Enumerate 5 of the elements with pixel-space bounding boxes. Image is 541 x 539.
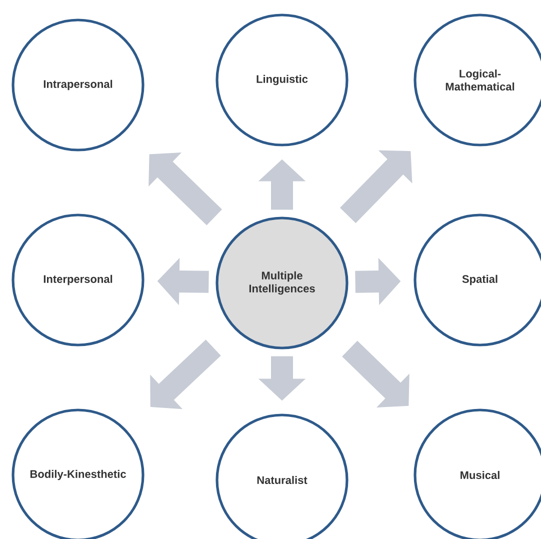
block-arrow xyxy=(150,340,221,410)
circle-node: Interpersonal xyxy=(12,214,144,346)
block-arrow xyxy=(148,152,222,226)
circle-node: Linguistic xyxy=(216,14,348,146)
circle-node: Intrapersonal xyxy=(12,18,144,152)
